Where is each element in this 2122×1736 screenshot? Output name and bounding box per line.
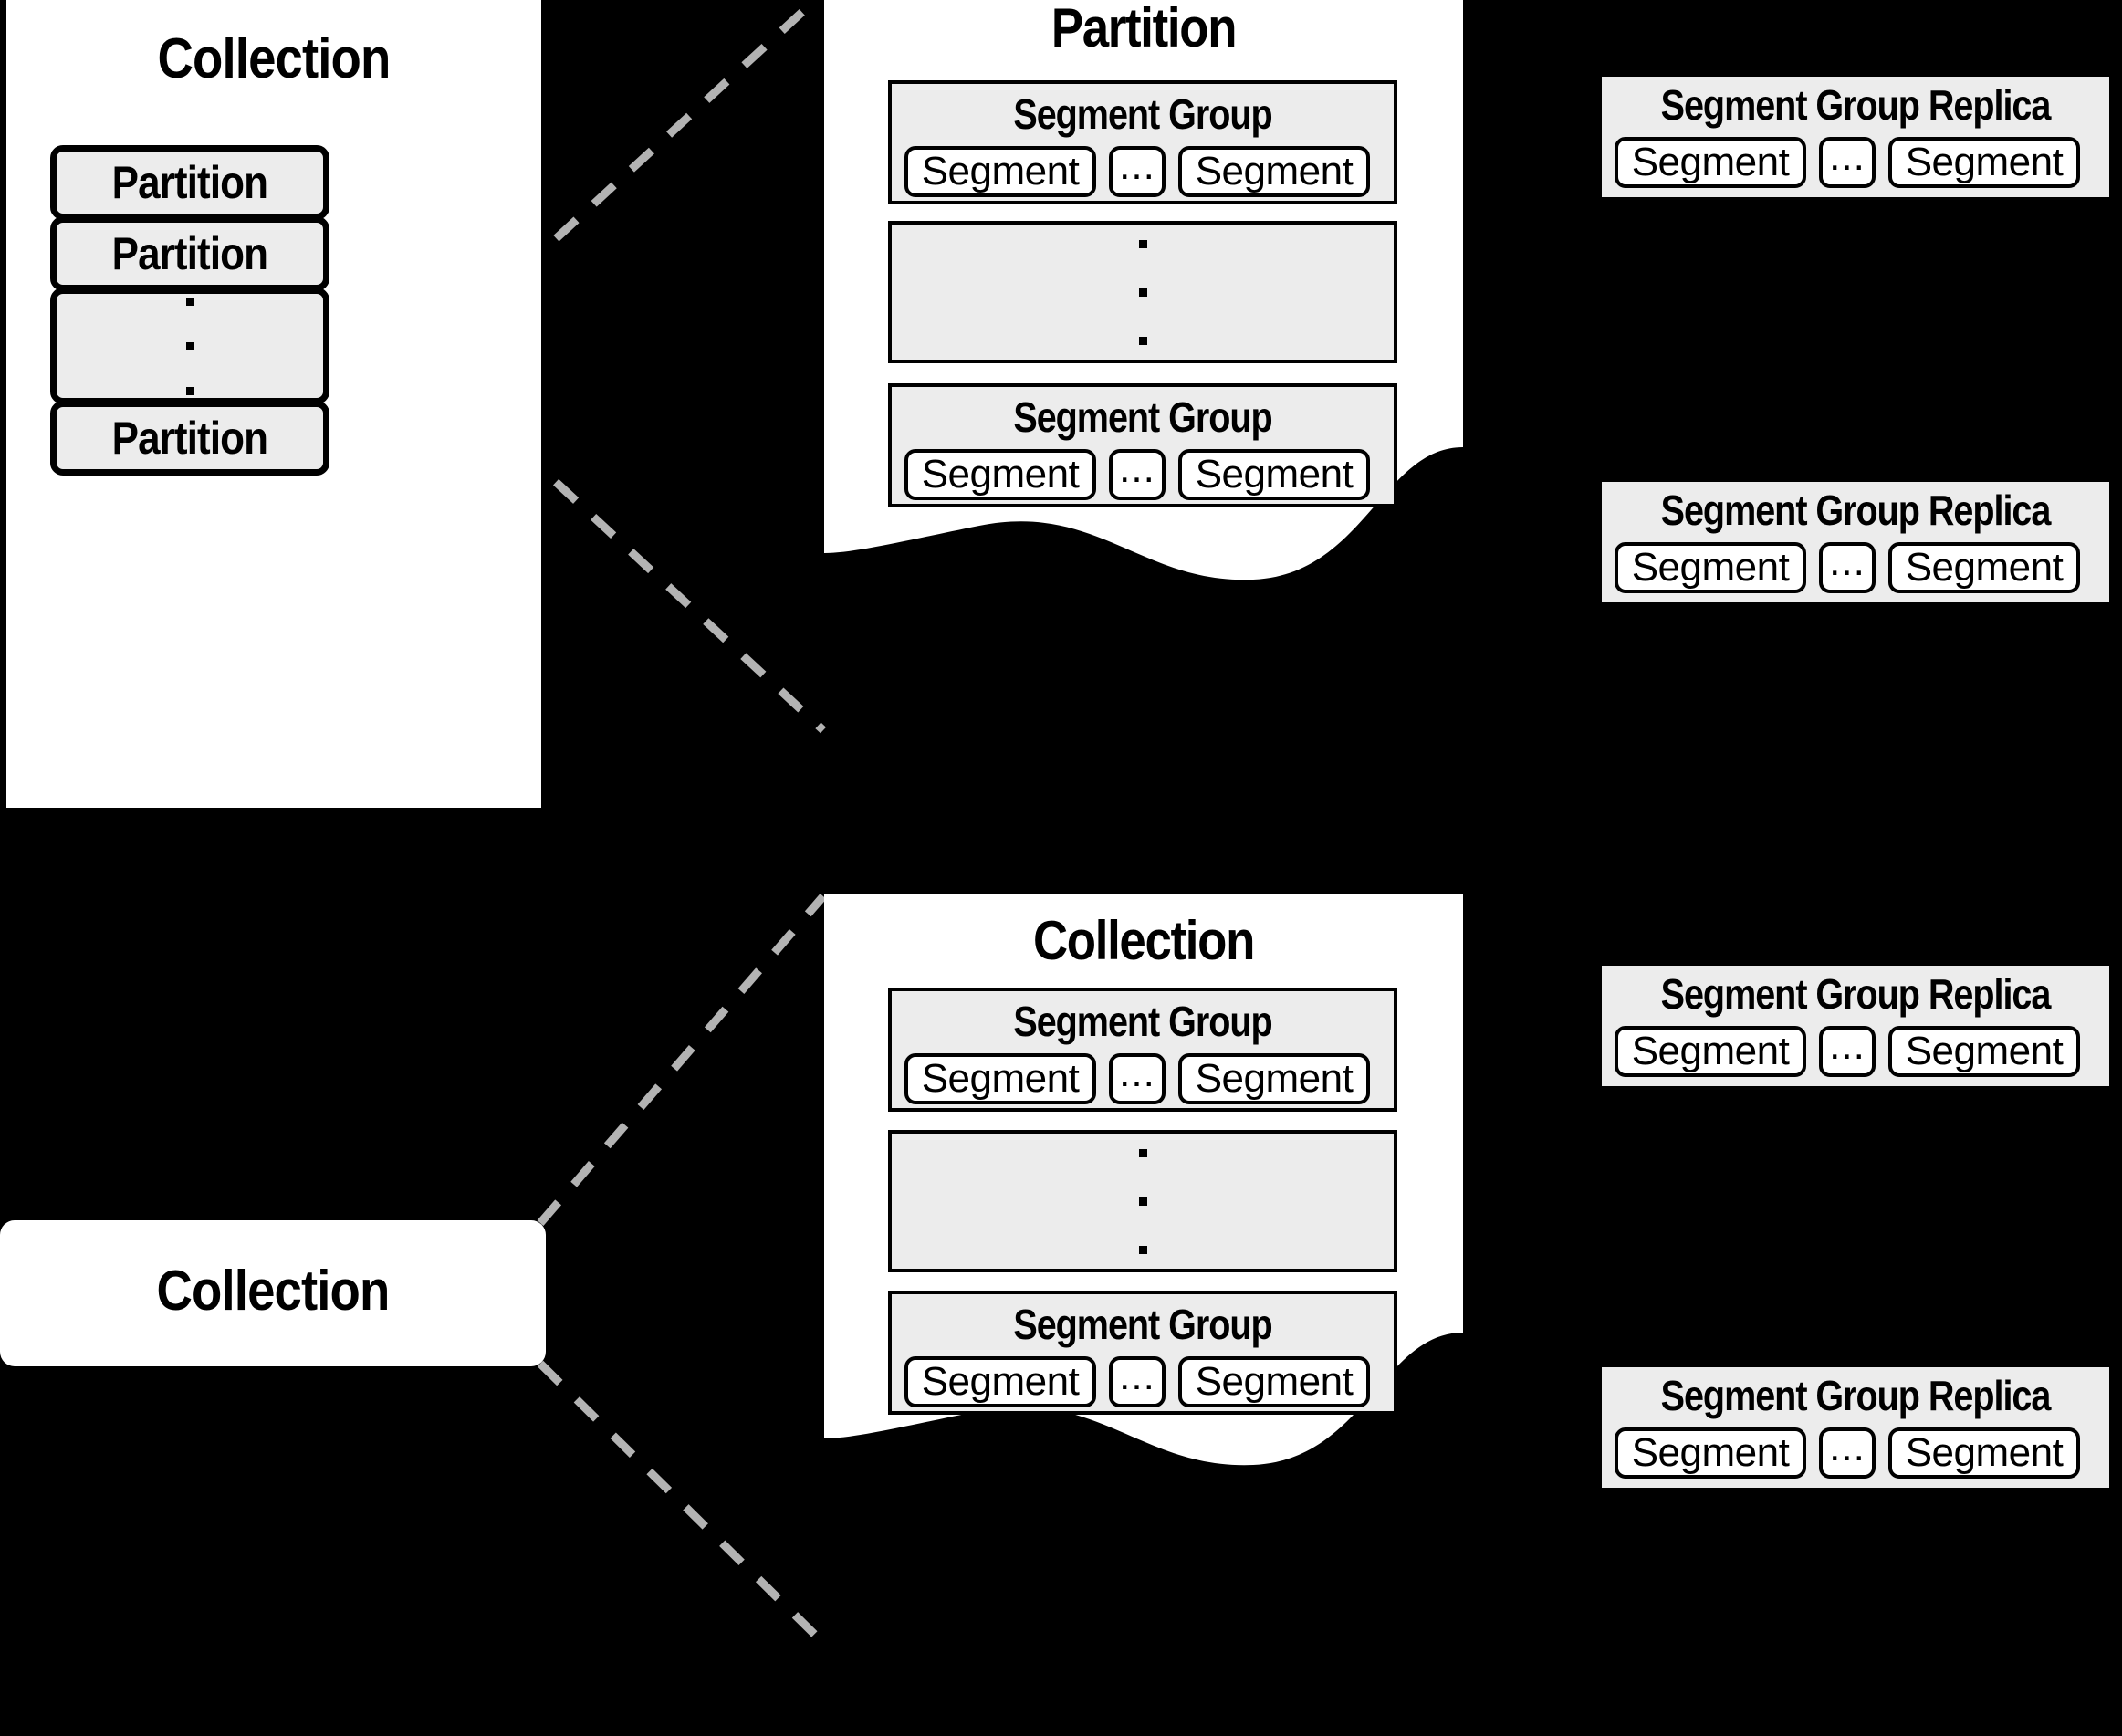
partition-row[interactable]: Partition <box>50 145 329 220</box>
segment-box[interactable]: Segment <box>1178 1053 1370 1104</box>
segment-box[interactable]: Segment <box>1888 1427 2080 1479</box>
segment-box[interactable]: Segment <box>1178 449 1370 500</box>
segment-ellipsis-box: ... <box>1109 446 1166 500</box>
segment-group-ellipsis <box>888 221 1397 363</box>
connector-bottom-lower <box>537 1360 827 1647</box>
segment-box[interactable]: Segment <box>1888 542 2080 593</box>
segment-group-replica[interactable]: Segment Group Replica Segment ... Segmen… <box>1602 77 2109 197</box>
segment-ellipsis-box: ... <box>1819 539 1876 593</box>
segment-group-title: Segment Group <box>1013 998 1272 1045</box>
segment-ellipsis-box: ... <box>1819 1023 1876 1077</box>
segment-group-title: Segment Group <box>1013 1301 1272 1348</box>
partition-row-label: Partition <box>111 228 268 279</box>
segment-ellipsis-box: ... <box>1819 1425 1876 1479</box>
segment-group-title: Segment Group <box>1013 393 1272 441</box>
segment-group[interactable]: Segment Group Segment ... Segment <box>888 80 1397 204</box>
segment-ellipsis-box: ... <box>1819 134 1876 188</box>
segment-box[interactable]: Segment <box>1615 137 1806 188</box>
collection-detail-panel[interactable]: Collection Segment Group Segment ... Seg… <box>824 894 1463 1716</box>
segment-row: Segment ... Segment <box>904 446 1370 500</box>
collection-box-bottom[interactable]: Collection <box>0 1220 546 1366</box>
segment-group-title: Segment Group <box>1013 90 1272 138</box>
segment-box[interactable]: Segment <box>1615 1026 1806 1077</box>
segment-group[interactable]: Segment Group Segment ... Segment <box>888 988 1397 1112</box>
segment-group-ellipsis <box>888 1130 1397 1272</box>
segment-group-replica-title: Segment Group Replica <box>1660 486 2052 534</box>
segment-group[interactable]: Segment Group Segment ... Segment <box>888 1291 1397 1415</box>
segment-box[interactable]: Segment <box>1178 146 1370 197</box>
segment-group[interactable]: Segment Group Segment ... Segment <box>888 383 1397 507</box>
segment-group-replica-title: Segment Group Replica <box>1660 970 2052 1018</box>
segment-group-replica-title: Segment Group Replica <box>1660 81 2052 129</box>
segment-ellipsis-box: ... <box>1109 143 1166 197</box>
vertical-ellipsis-icon <box>892 225 1394 360</box>
segment-row: Segment ... Segment <box>1615 1425 2080 1479</box>
partition-panel-title: Partition <box>1051 0 1238 58</box>
segment-box[interactable]: Segment <box>904 146 1096 197</box>
collection-container-top[interactable]: Collection Partition Partition Partition <box>0 0 548 814</box>
segment-row: Segment ... Segment <box>904 1354 1370 1407</box>
segment-group-replica[interactable]: Segment Group Replica Segment ... Segmen… <box>1602 482 2109 602</box>
segment-box[interactable]: Segment <box>904 449 1096 500</box>
segment-row: Segment ... Segment <box>1615 539 2080 593</box>
segment-row: Segment ... Segment <box>1615 1023 2080 1077</box>
partition-detail-panel[interactable]: Partition Segment Group Segment ... Segm… <box>824 0 1463 812</box>
segment-box[interactable]: Segment <box>1888 1026 2080 1077</box>
connector-bottom-upper <box>537 894 827 1226</box>
segment-box[interactable]: Segment <box>1178 1356 1370 1407</box>
segment-group-replica[interactable]: Segment Group Replica Segment ... Segmen… <box>1602 966 2109 1086</box>
segment-ellipsis-box: ... <box>1109 1354 1166 1407</box>
segment-box[interactable]: Segment <box>1615 1427 1806 1479</box>
vertical-ellipsis-icon <box>892 1134 1394 1269</box>
segment-group-replica[interactable]: Segment Group Replica Segment ... Segmen… <box>1602 1367 2109 1488</box>
segment-group-replica-title: Segment Group Replica <box>1660 1372 2052 1419</box>
partition-row[interactable]: Partition <box>50 216 329 291</box>
segment-box[interactable]: Segment <box>1615 542 1806 593</box>
segment-box[interactable]: Segment <box>1888 137 2080 188</box>
segment-box[interactable]: Segment <box>904 1356 1096 1407</box>
segment-row: Segment ... Segment <box>904 143 1370 197</box>
collection-box-bottom-label: Collection <box>156 1260 391 1323</box>
segment-ellipsis-box: ... <box>1109 1051 1166 1104</box>
segment-box[interactable]: Segment <box>904 1053 1096 1104</box>
segment-row: Segment ... Segment <box>1615 134 2080 188</box>
collection-title-top: Collection <box>157 27 392 90</box>
partition-row[interactable]: Partition <box>50 401 329 476</box>
partition-row-ellipsis <box>50 288 329 404</box>
segment-row: Segment ... Segment <box>904 1051 1370 1104</box>
collection-panel-title: Collection <box>1032 910 1255 971</box>
partition-row-label: Partition <box>111 157 268 208</box>
partition-row-label: Partition <box>111 413 268 464</box>
vertical-ellipsis-icon <box>57 294 323 398</box>
